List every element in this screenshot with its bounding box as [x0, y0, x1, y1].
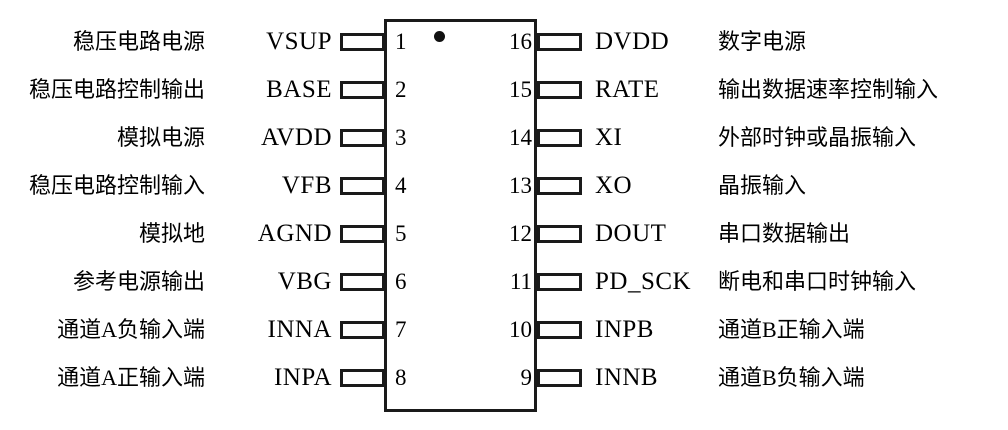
pin-number: 3 — [395, 125, 407, 150]
pin-name: XO — [595, 172, 633, 199]
pin-row-right: 15 RATE 输出数据速率控制输入 — [0, 66, 1008, 114]
pin-description: 稳压电路电源 — [72, 29, 205, 54]
pin-description: 稳压电路控制输出 — [28, 77, 205, 102]
pin-description: 模拟地 — [138, 221, 205, 246]
pin-number: 11 — [509, 269, 532, 294]
pin-lead-box — [340, 33, 385, 51]
pin-description: 输出数据速率控制输入 — [718, 77, 939, 102]
pin-number: 12 — [509, 221, 532, 246]
pin-row-right: 11 PD_SCK 断电和串口时钟输入 — [0, 258, 1008, 306]
pin-number: 5 — [395, 221, 407, 246]
pin-lead-box — [340, 81, 385, 99]
pin-row-left: 稳压电路控制输入 VFB 4 — [0, 162, 1008, 210]
pin-lead-box — [537, 81, 582, 99]
pin-row-left: 通道A正输入端 INPA 8 — [0, 354, 1008, 402]
pin-description: 模拟电源 — [116, 125, 205, 150]
pin-number: 10 — [509, 317, 532, 342]
pin-name: VBG — [277, 268, 332, 295]
pin-description: 通道A负输入端 — [57, 317, 205, 342]
pin-lead-box — [537, 321, 582, 339]
pin-name: INPA — [273, 364, 332, 391]
pin-number: 14 — [509, 125, 532, 150]
pin-lead-box — [340, 369, 385, 387]
pin-row-right: 10 INPB 通道B正输入端 — [0, 306, 1008, 354]
pin-description: 稳压电路控制输入 — [28, 173, 205, 198]
pin-lead-box — [340, 129, 385, 147]
pin-lead-box — [340, 321, 385, 339]
pin-name: DVDD — [595, 28, 670, 55]
pin-name: VFB — [281, 172, 332, 199]
pin-number: 6 — [395, 269, 407, 294]
pin-description: 通道B正输入端 — [718, 317, 865, 342]
pin-description: 参考电源输出 — [72, 269, 205, 294]
pin-name: RATE — [595, 76, 660, 103]
pin-name: INPB — [595, 316, 654, 343]
pin-row-left: 稳压电路电源 VSUP 1 — [0, 18, 1008, 66]
pin-lead-box — [537, 369, 582, 387]
chip-body-outline — [384, 19, 537, 412]
pin-number: 4 — [395, 173, 407, 198]
pin-description: 通道B负输入端 — [718, 365, 865, 390]
pin1-marker-dot — [434, 31, 445, 42]
pin-number: 13 — [509, 173, 532, 198]
pin-lead-box — [537, 273, 582, 291]
pin-name: BASE — [266, 76, 332, 103]
pin-lead-box — [340, 177, 385, 195]
pin-name: AGND — [257, 220, 332, 247]
pin-lead-box — [537, 33, 582, 51]
pin-number: 16 — [509, 29, 532, 54]
pin-name: AVDD — [261, 124, 332, 151]
pin-lead-box — [537, 225, 582, 243]
pin-row-right: 14 XI 外部时钟或晶振输入 — [0, 114, 1008, 162]
pin-lead-box — [340, 273, 385, 291]
pin-number: 15 — [509, 77, 532, 102]
pin-description: 外部时钟或晶振输入 — [718, 125, 917, 150]
pin-name: DOUT — [595, 220, 667, 247]
pin-number: 2 — [395, 77, 407, 102]
pin-description: 数字电源 — [718, 29, 807, 54]
pin-number: 9 — [520, 365, 533, 390]
pin-row-left: 稳压电路控制输出 BASE 2 — [0, 66, 1008, 114]
pin-number: 8 — [395, 365, 407, 390]
pin-number: 1 — [395, 29, 407, 54]
pin-row-left: 参考电源输出 VBG 6 — [0, 258, 1008, 306]
pin-name: PD_SCK — [595, 268, 692, 295]
pin-description: 通道A正输入端 — [57, 365, 205, 390]
pin-row-left: 通道A负输入端 INNA 7 — [0, 306, 1008, 354]
pin-name: INNA — [267, 316, 332, 343]
pin-name: XI — [595, 124, 623, 151]
pin-name: INNB — [595, 364, 659, 391]
pin-lead-box — [537, 177, 582, 195]
pin-row-right: 13 XO 晶振输入 — [0, 162, 1008, 210]
pin-row-right: 9 INNB 通道B负输入端 — [0, 354, 1008, 402]
pin-description: 晶振输入 — [718, 173, 807, 198]
pin-number: 7 — [395, 317, 407, 342]
pin-description: 串口数据输出 — [718, 221, 851, 246]
pin-lead-box — [340, 225, 385, 243]
pin-lead-box — [537, 129, 582, 147]
pin-row-right: 12 DOUT 串口数据输出 — [0, 210, 1008, 258]
pin-description: 断电和串口时钟输入 — [718, 269, 917, 294]
pin-row-left: 模拟电源 AVDD 3 — [0, 114, 1008, 162]
pin-row-right: 16 DVDD 数字电源 — [0, 18, 1008, 66]
pin-name: VSUP — [266, 28, 332, 55]
pin-row-left: 模拟地 AGND 5 — [0, 210, 1008, 258]
